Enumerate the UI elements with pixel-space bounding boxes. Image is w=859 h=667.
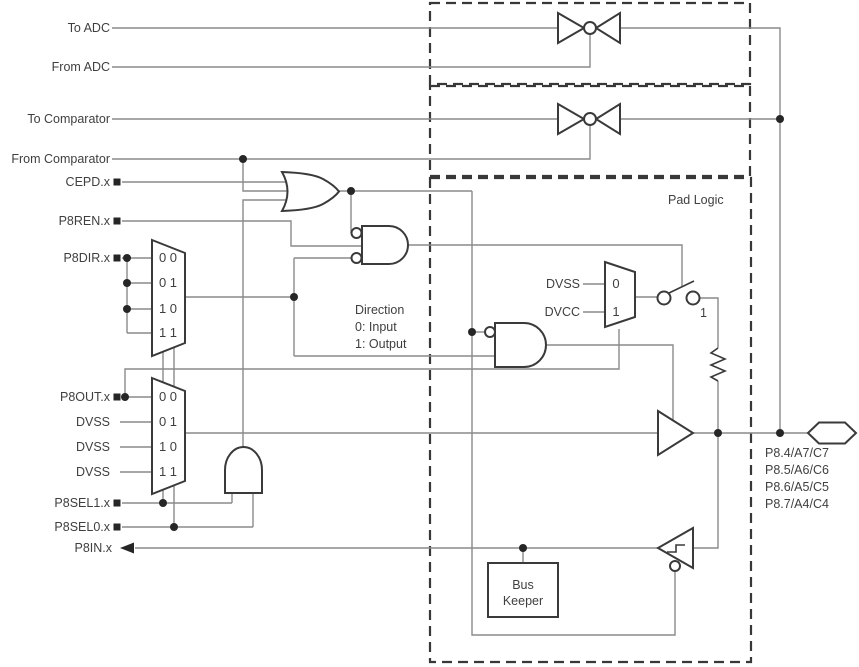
label-cepd: CEPD.x xyxy=(66,175,111,189)
label-p8dir: P8DIR.x xyxy=(63,251,110,265)
nand-input-bubble-bottom xyxy=(350,252,363,264)
pull-mux-labels: DVSS DVCC 0 1 xyxy=(545,276,620,319)
p8sel1-terminal xyxy=(113,499,121,507)
pull-select-wire xyxy=(124,329,620,397)
switch-lever xyxy=(668,280,695,294)
register-terminals xyxy=(113,178,134,554)
p8dir-terminal xyxy=(113,254,121,262)
p8sel1-wire xyxy=(122,352,233,504)
pin-labels: P8.4/A7/C7 P8.5/A6/C6 P8.6/A5/C5 P8.7/A4… xyxy=(765,446,829,511)
direction-note: Direction 0: Input 1: Output xyxy=(355,303,407,351)
sel-and-to-or-wire xyxy=(242,199,289,447)
driver-enable-wire xyxy=(546,344,674,420)
p8ren-terminal xyxy=(113,217,121,225)
switch-closed-label: 1 xyxy=(700,306,707,320)
pad-hexagon xyxy=(806,421,858,445)
junction-dots xyxy=(121,115,784,552)
direction-mux-row-00: 0 0 xyxy=(159,250,177,265)
label-p8sel1: P8SEL1.x xyxy=(54,496,110,510)
pad-top-bus-wire xyxy=(620,27,781,433)
from-adc-wire xyxy=(112,35,591,68)
sel-and-gate xyxy=(224,446,263,494)
output-mux-rows: 0 0 0 1 1 0 1 1 xyxy=(159,389,177,479)
label-dvcc-pull: DVCC xyxy=(545,305,580,319)
pull-enable-nand-gate xyxy=(350,225,409,265)
switch-to-resistor-wire xyxy=(700,297,719,348)
nand-input-bubble-top xyxy=(350,227,363,239)
output-mux-row-11: 1 1 xyxy=(159,464,177,479)
comparator-transmission-gate xyxy=(557,102,621,136)
pin-label-p84: P8.4/A7/C7 xyxy=(765,446,829,460)
signal-labels: To ADC From ADC To Comparator From Compa… xyxy=(11,21,112,555)
label-dvss-10: DVSS xyxy=(76,440,110,454)
p8ren-wire xyxy=(122,220,362,247)
pin-label-p87: P8.7/A4/C4 xyxy=(765,497,829,511)
direction-mux-rows: 0 0 0 1 1 0 1 1 xyxy=(159,250,177,340)
and-input-bubble xyxy=(484,326,496,338)
cepd-terminal xyxy=(113,178,121,186)
from-comparator-to-or-wire xyxy=(242,159,287,192)
nand-to-switch-wire xyxy=(408,244,683,287)
bus-keeper-box xyxy=(487,562,559,618)
label-to-adc: To ADC xyxy=(68,21,110,35)
adc-switch-box xyxy=(428,1,752,86)
label-to-comparator: To Comparator xyxy=(27,112,110,126)
p8out-terminal xyxy=(113,393,121,401)
label-p8out: P8OUT.x xyxy=(60,390,111,404)
p8sel0-wire xyxy=(122,347,254,528)
pull-resistor xyxy=(708,347,728,382)
pull-mux-row-1: 1 xyxy=(612,304,619,319)
label-from-adc: From ADC xyxy=(52,60,110,74)
direction-note-line1: 0: Input xyxy=(355,320,397,334)
pull-select-mux xyxy=(604,260,636,329)
pin-label-p86: P8.6/A5/C5 xyxy=(765,480,829,494)
label-p8sel0: P8SEL0.x xyxy=(54,520,110,534)
pad-to-schmitt-wire xyxy=(693,433,719,549)
pull-mux-row-0: 0 xyxy=(612,276,619,291)
p8sel0-terminal xyxy=(113,523,121,531)
label-from-comparator: From Comparator xyxy=(11,152,110,166)
output-mux-row-10: 1 0 xyxy=(159,439,177,454)
label-p8ren: P8REN.x xyxy=(59,214,111,228)
schmitt-enable-bubble xyxy=(669,560,681,572)
output-mux xyxy=(151,376,186,496)
bus-keeper-line1: Bus xyxy=(512,578,534,592)
adc-transmission-gate xyxy=(557,11,621,45)
direction-mux-row-10: 1 0 xyxy=(159,301,177,316)
direction-note-line2: 1: Output xyxy=(355,337,407,351)
label-dvss-01: DVSS xyxy=(76,415,110,429)
analog-enable-or-gate xyxy=(280,170,341,213)
wires xyxy=(112,27,808,636)
schmitt-hysteresis-icon xyxy=(667,544,685,553)
pad-logic-label: Pad Logic xyxy=(668,193,724,207)
direction-note-title: Direction xyxy=(355,303,404,317)
output-mux-row-00: 0 0 xyxy=(159,389,177,404)
direction-mux-row-11: 1 1 xyxy=(159,325,177,340)
p8in-arrow-icon xyxy=(120,542,134,554)
bus-keeper-line2: Keeper xyxy=(503,594,543,608)
pin-label-p85: P8.5/A6/C6 xyxy=(765,463,829,477)
direction-mux-row-01: 0 1 xyxy=(159,275,177,290)
pad-logic-box xyxy=(428,176,753,664)
label-dvss-pull: DVSS xyxy=(546,277,580,291)
from-comparator-wire xyxy=(112,125,591,160)
pull-resistor-switch xyxy=(656,280,701,306)
output-driver-buffer xyxy=(657,409,695,457)
output-mux-row-01: 0 1 xyxy=(159,414,177,429)
label-p8in: P8IN.x xyxy=(74,541,112,555)
label-dvss-11: DVSS xyxy=(76,465,110,479)
direction-mux xyxy=(151,238,186,358)
bus-keeper-label: Bus Keeper xyxy=(503,578,543,608)
output-enable-and-gate xyxy=(484,322,547,368)
input-schmitt-buffer xyxy=(655,526,694,572)
comparator-switch-box xyxy=(428,84,752,178)
input-buffer-enable-wire xyxy=(471,191,676,636)
